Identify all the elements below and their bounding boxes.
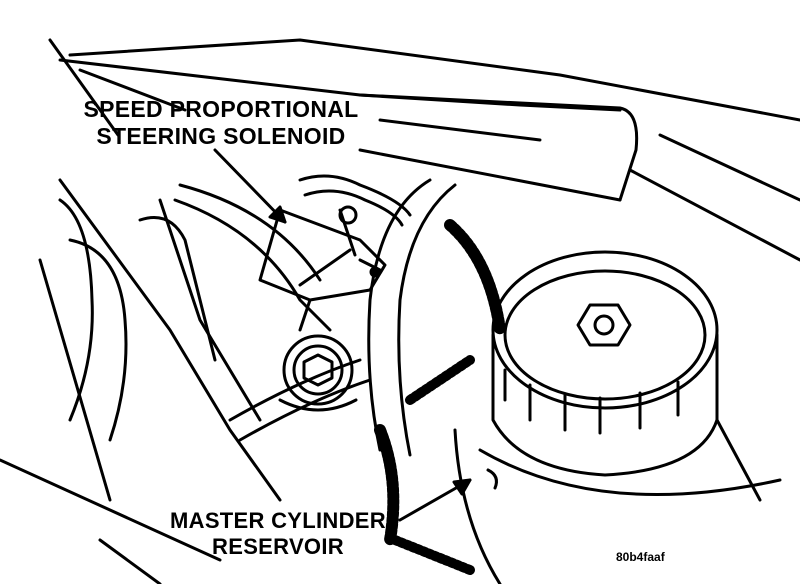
hex-bolt [278, 334, 358, 412]
wire-loom [374, 219, 506, 575]
reservoir-callout-line1: MASTER CYLINDER [170, 508, 386, 533]
solenoid-leader-arrow [213, 148, 287, 224]
fender-panel [48, 38, 800, 262]
figure-code: 80b4faaf [616, 550, 665, 564]
solenoid-bracket [258, 205, 387, 332]
solenoid-callout: SPEED PROPORTIONAL STEERING SOLENOID [62, 96, 380, 150]
reservoir-callout: MASTER CYLINDER RESERVOIR [150, 508, 406, 560]
master-cylinder-reservoir [453, 250, 782, 584]
power-steering-hose [173, 174, 457, 457]
air-duct [358, 93, 639, 202]
solenoid-callout-line2: STEERING SOLENOID [96, 123, 346, 150]
reservoir-callout-line2: RESERVOIR [212, 533, 344, 559]
solenoid-callout-line1: SPEED PROPORTIONAL [83, 96, 359, 122]
left-strut-tower [0, 178, 282, 584]
reservoir-leader-arrow [398, 478, 472, 522]
